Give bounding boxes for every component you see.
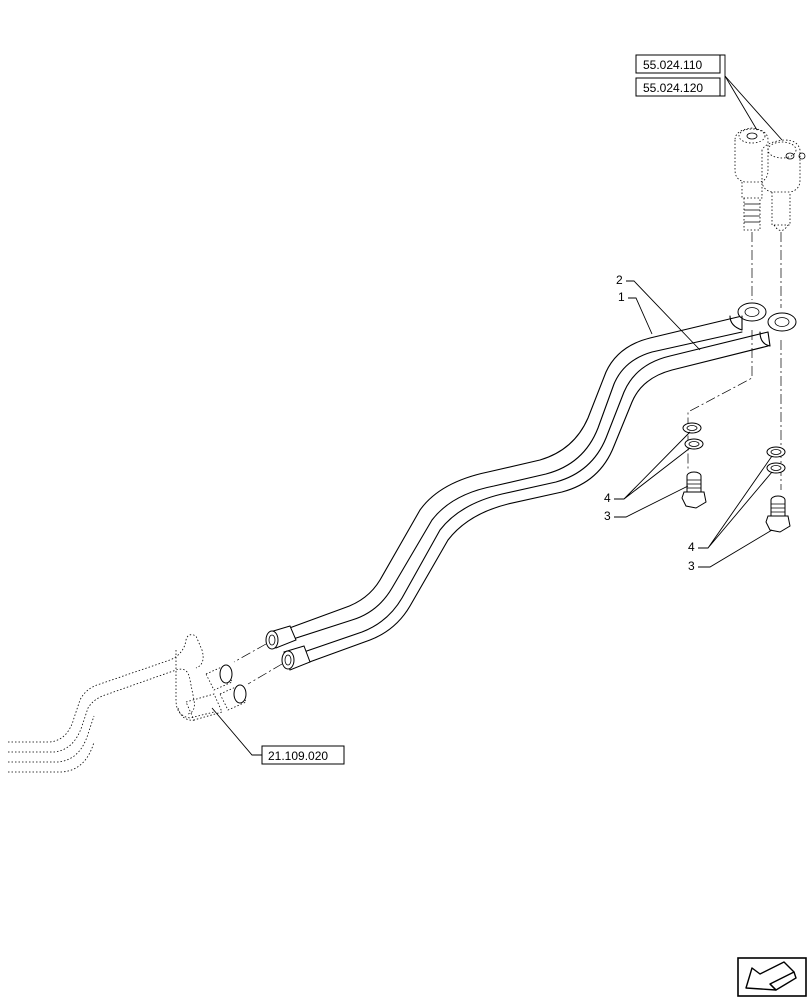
ref-label-55-024-120: 55.024.120 xyxy=(643,81,703,95)
pipe-2-end-nut xyxy=(265,625,297,650)
centerline-lower-b xyxy=(247,663,283,685)
leader-left-seal xyxy=(614,431,691,500)
leader-left-bolt xyxy=(614,485,689,518)
arrow-icon[interactable] xyxy=(737,957,807,997)
ref-label-55-024-110: 55.024.110 xyxy=(643,58,702,72)
pipe-assembly[interactable] xyxy=(265,302,797,671)
pipe-1-outline-b xyxy=(303,345,769,665)
leader-right-bolt xyxy=(698,529,773,568)
pipe-2-outline-b xyxy=(289,331,743,641)
callout-right-bolt: 3 xyxy=(688,559,695,573)
callout-left-seal: 4 xyxy=(604,491,611,505)
external-lines-21-109-020 xyxy=(8,634,247,773)
callout-right-seal: 4 xyxy=(688,540,695,554)
elbow-fitting-right xyxy=(761,139,806,231)
pipe-1-outline-a xyxy=(297,331,769,655)
banjo-end-pipe-2 xyxy=(729,302,767,331)
right-banjo-bolt[interactable] xyxy=(765,495,791,533)
centerline-lower-a xyxy=(233,643,267,663)
banjo-end-pipe-1 xyxy=(759,312,797,347)
leader-pipe-2 xyxy=(626,280,701,351)
leader-pipe-1 xyxy=(628,297,653,335)
leader-right-seal xyxy=(698,455,773,549)
right-seal-washers[interactable] xyxy=(766,446,786,474)
pipe-1-end-nut xyxy=(281,645,311,671)
callout-pipe-1: 1 xyxy=(618,290,625,304)
ref-box-55-024-120[interactable]: 55.024.120 xyxy=(635,77,721,97)
leader-ref-bottom xyxy=(211,707,262,756)
ref-box-21-109-020[interactable]: 21.109.020 xyxy=(261,745,345,765)
pipe-2-outline-a xyxy=(283,315,743,631)
callout-left-bolt: 3 xyxy=(604,509,611,523)
left-banjo-bolt[interactable] xyxy=(681,471,707,509)
ref-bracket-top xyxy=(720,54,783,141)
callout-pipe-2: 2 xyxy=(616,273,623,287)
elbow-fitting-left xyxy=(734,127,769,231)
left-seal-washers[interactable] xyxy=(682,422,704,450)
ref-label-21-109-020: 21.109.020 xyxy=(268,749,328,763)
ref-box-55-024-110[interactable]: 55.024.110 xyxy=(635,54,721,74)
